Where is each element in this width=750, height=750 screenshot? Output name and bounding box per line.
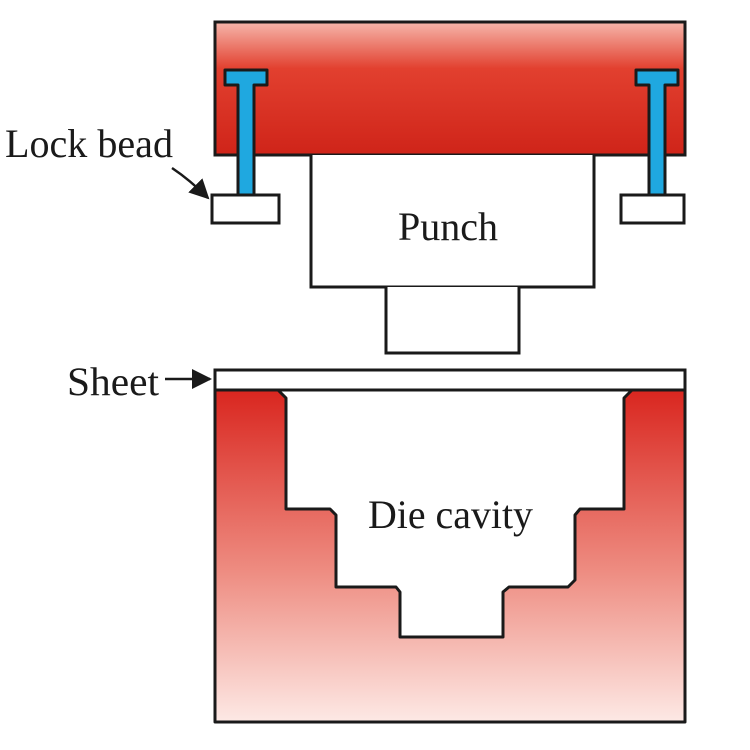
lock-bead-right (619, 68, 686, 225)
die (213, 388, 687, 724)
punch-label: Punch (398, 204, 498, 249)
blank-holder (213, 20, 687, 157)
die-cavity-label: Die cavity (368, 492, 533, 537)
lock-bead-label: Lock bead (5, 121, 173, 166)
lock-bead-arrow (171, 166, 210, 200)
sheet (213, 368, 687, 392)
lock-bead-left (210, 68, 281, 225)
sheet-label: Sheet (67, 359, 159, 404)
punch (309, 155, 596, 355)
